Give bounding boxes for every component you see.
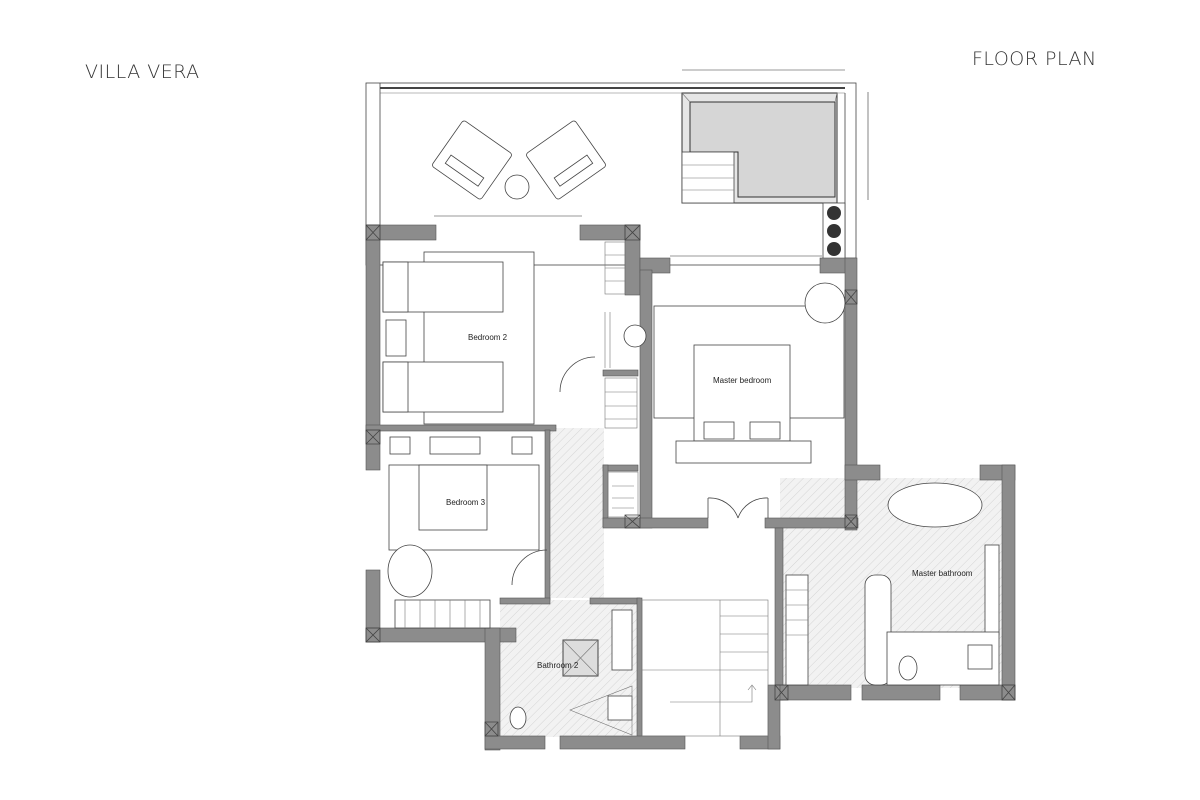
side-table	[504, 174, 530, 200]
lounge-chair	[432, 120, 512, 200]
room-label-bedroom-2: Bedroom 2	[468, 333, 508, 342]
project-name: VILLA VERA	[85, 61, 200, 83]
bedroom-3-furniture	[387, 356, 596, 629]
master-bathroom-fixtures	[785, 482, 1000, 686]
terrace	[365, 69, 869, 266]
master-bedroom-furniture	[653, 282, 846, 519]
sheet-title: FLOOR PLAN	[972, 48, 1097, 70]
walls	[365, 224, 1016, 751]
bathroom-2-fixtures	[509, 609, 633, 736]
room-label-bathroom-2: Bathroom 2	[537, 661, 579, 670]
room-labels: Bedroom 2 Master bedroom Bedroom 3 Maste…	[446, 333, 973, 670]
lounge-chair	[526, 120, 606, 200]
dimension-lines	[434, 69, 869, 257]
room-label-master-bathroom: Master bathroom	[912, 569, 973, 578]
staircase	[641, 599, 769, 737]
shelving	[604, 241, 639, 518]
room-label-master-bedroom: Master bedroom	[713, 376, 772, 385]
planter	[822, 202, 846, 262]
structural-columns	[365, 224, 1016, 737]
bedroom-2-furniture	[382, 251, 647, 425]
room-label-bedroom-3: Bedroom 3	[446, 498, 486, 507]
pool	[681, 92, 838, 204]
